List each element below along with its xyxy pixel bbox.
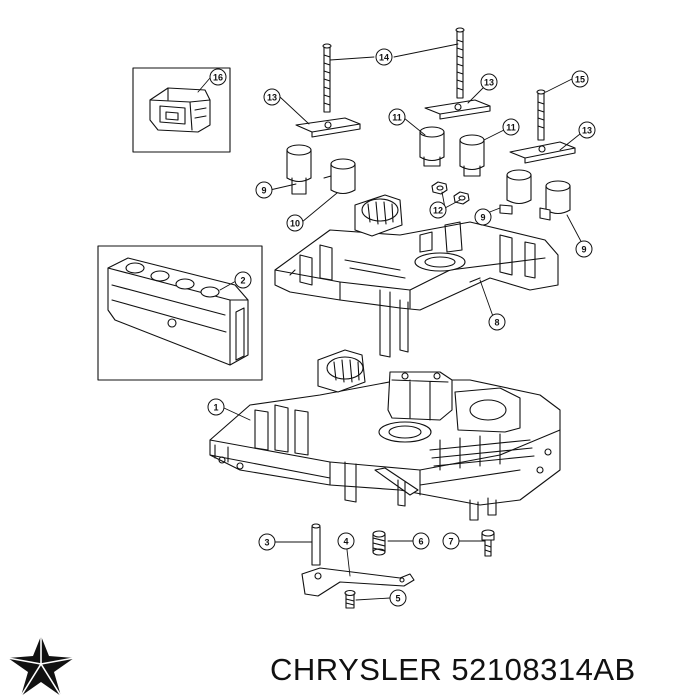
callout-9-mid: 9 — [474, 208, 492, 226]
callout-10: 10 — [286, 214, 304, 232]
callout-15: 15 — [571, 70, 589, 88]
callout-2: 2 — [234, 271, 252, 289]
callout-4: 4 — [337, 532, 355, 550]
retaining-clip — [509, 141, 576, 164]
callout-11-left: 11 — [388, 108, 406, 126]
callout-5: 5 — [389, 589, 407, 607]
callout-13-right: 13 — [578, 121, 596, 139]
bolt-short-15 — [536, 89, 546, 141]
callout-label: 13 — [582, 126, 592, 136]
callout-label: 16 — [213, 73, 223, 83]
part-number: 52108314AB — [451, 652, 636, 687]
callout-label: 11 — [506, 123, 516, 133]
solenoid-9-left — [286, 144, 312, 195]
callout-3: 3 — [258, 533, 276, 551]
inset-box-2 — [97, 245, 263, 381]
lower-valve-body-1 — [209, 349, 561, 521]
callout-label: 9 — [581, 245, 586, 255]
callout-8: 8 — [488, 313, 506, 331]
spring-6 — [372, 530, 386, 556]
retaining-clip — [295, 117, 361, 138]
callout-13-mid: 13 — [480, 73, 498, 91]
screw-5 — [344, 589, 356, 609]
callout-label: 9 — [480, 213, 485, 223]
pin-3 — [311, 523, 321, 566]
chrysler-pentastar-icon — [7, 636, 75, 697]
callout-label: 15 — [575, 75, 585, 85]
footer-part-label: CHRYSLER 52108314AB — [270, 652, 636, 688]
brand-name: CHRYSLER — [270, 652, 443, 687]
callout-label: 4 — [343, 537, 348, 547]
callout-label: 13 — [484, 78, 494, 88]
solenoid-11-left — [419, 126, 445, 167]
callout-12: 12 — [429, 201, 447, 219]
callout-16: 16 — [209, 68, 227, 86]
callout-label: 10 — [290, 219, 300, 229]
bolt-7 — [481, 529, 495, 557]
callout-label: 5 — [395, 594, 400, 604]
bolt-long-right — [455, 27, 465, 99]
callout-label: 8 — [494, 318, 499, 328]
callout-label: 14 — [379, 53, 389, 63]
callout-label: 3 — [264, 538, 269, 548]
retaining-clip — [424, 99, 491, 120]
callout-label: 6 — [418, 537, 423, 547]
solenoid-11-right — [459, 134, 485, 177]
callout-9-left: 9 — [255, 181, 273, 199]
callout-label: 7 — [448, 537, 453, 547]
solenoid-9-right — [539, 180, 571, 221]
callout-7: 7 — [442, 532, 460, 550]
callout-1: 1 — [207, 398, 225, 416]
callout-11-right: 11 — [502, 118, 520, 136]
callout-9-right: 9 — [575, 240, 593, 258]
callouts: 16 2 1 3 4 5 6 7 8 9 9 9 10 11 11 12 13 … — [207, 48, 596, 607]
lever-4 — [301, 567, 415, 597]
nut-12 — [431, 181, 448, 195]
solenoid-9-mid — [499, 169, 532, 215]
callout-14: 14 — [375, 48, 393, 66]
upper-valve-body-8 — [274, 194, 559, 358]
callout-label: 9 — [261, 186, 266, 196]
callout-6: 6 — [412, 532, 430, 550]
callout-label: 13 — [267, 93, 277, 103]
callout-label: 1 — [213, 403, 218, 413]
solenoid-10 — [323, 158, 356, 195]
callout-label: 11 — [392, 113, 402, 123]
callout-label: 2 — [240, 276, 245, 286]
callout-label: 12 — [433, 206, 443, 216]
callout-13-left: 13 — [263, 88, 281, 106]
bolt-long-left — [322, 43, 332, 113]
